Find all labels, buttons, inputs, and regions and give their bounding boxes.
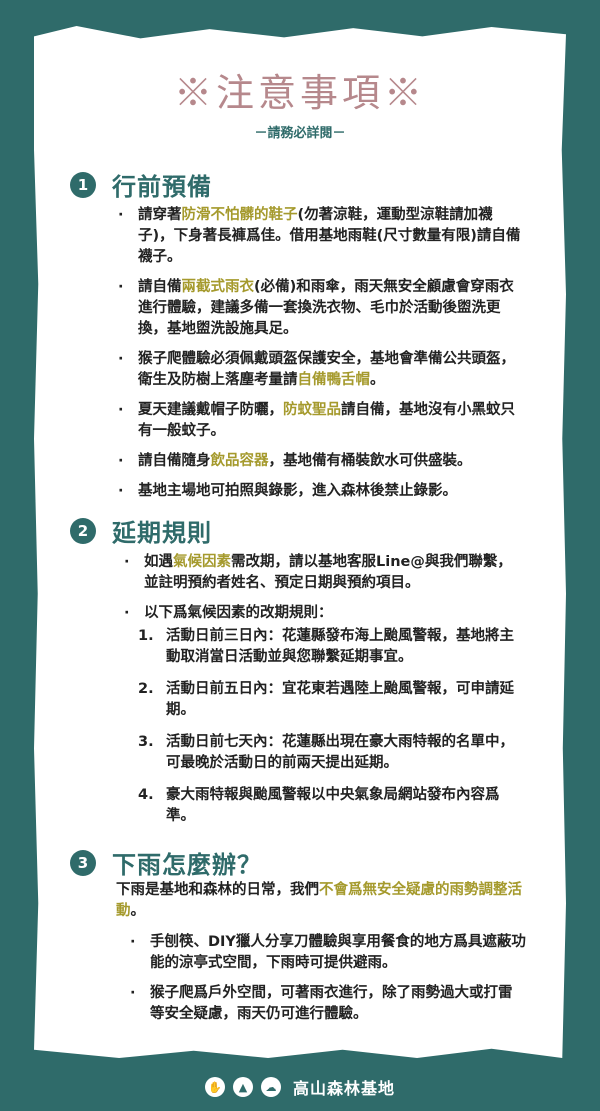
list-item: ·請自備兩截式雨衣(必備)和雨傘，雨天無安全顧慮會穿雨衣進行體驗，建議多備一套換… <box>118 279 514 337</box>
section-3-list: ·手刨筷、DIY獵人分享刀體驗與享用餐食的地方爲具遮蔽功能的涼亭式空間，下雨時可… <box>126 932 526 1034</box>
highlight-text: 飲品容器 <box>210 453 269 469</box>
highlight-text: 防蚊聖品 <box>283 402 341 418</box>
highlight-text: 氣候因素 <box>173 554 231 570</box>
list-item: ·夏天建議戴帽子防曬，防蚊聖品請自備，基地沒有小黑蚊只有一般蚊子。 <box>118 402 515 439</box>
list-item: ·猴子爬體驗必須佩戴頭盔保護安全，基地會準備公共頭盔，衛生及防樹上落塵考量請自備… <box>118 351 515 388</box>
list-item: ·請穿著防滑不怕髒的鞋子(勿著涼鞋，運動型涼鞋請加襪子)，下身著長褲爲佳。借用基… <box>118 207 521 265</box>
page-subtitle: －請務必詳閱－ <box>254 126 346 141</box>
section-2-list: ·如遇氣候因素需改期，請以基地客服Line@與我們聯繫，並註明預約者姓名、預定日… <box>120 552 522 633</box>
section-title: 下雨怎麼辦？ <box>112 851 262 879</box>
weather-rules-list: 1.活動日前三日內：花蓮縣發布海上颱風警報，基地將主動取消當日活動並與您聯繫延期… <box>138 626 522 838</box>
hand-icon: ✋ <box>204 1077 225 1097</box>
ordered-item: 1.活動日前三日內：花蓮縣發布海上颱風警報，基地將主動取消當日活動並與您聯繫延期… <box>138 628 514 665</box>
ordered-item: 3.活動日前七天內：花蓮縣出現在豪大雨特報的名單中，可最晚於活動日的前兩天提出延… <box>138 734 514 771</box>
mountain-icon: ▲ <box>232 1077 253 1097</box>
highlight-text: 不會爲無安全疑慮的雨勢調整活動 <box>116 882 522 919</box>
section-number: 1 <box>70 171 96 198</box>
paper-card <box>34 26 566 1058</box>
list-item: ·手刨筷、DIY獵人分享刀體驗與享用餐食的地方爲具遮蔽功能的涼亭式空間，下雨時可… <box>130 934 526 971</box>
list-item: ·如遇氣候因素需改期，請以基地客服Line@與我們聯繫，並註明預約者姓名、預定日… <box>124 554 512 591</box>
list-item: ·以下爲氣候因素的改期規則： <box>124 605 333 621</box>
section-2-heading: 2 延期規則 <box>70 513 212 548</box>
highlight-text: 兩截式雨衣 <box>181 279 255 295</box>
brand-name: 高山森林基地 <box>292 1079 395 1098</box>
section-intro: 下雨是基地和森林的日常，我們不會爲無安全疑慮的雨勢調整活動。 <box>116 882 522 919</box>
list-item: ·猴子爬爲戶外空間，可著雨衣進行，除了雨勢過大或打雷等安全疑慮，雨天仍可進行體驗… <box>130 985 513 1022</box>
ordered-item: 4.豪大雨特報與颱風警報以中央氣象局網站發布內容爲準。 <box>138 787 500 824</box>
list-item: ·基地主場地可拍照與錄影，進入森林後禁止錄影。 <box>118 483 457 499</box>
highlight-text: 防滑不怕髒的鞋子 <box>181 207 298 223</box>
footer: ✋ ▲ ☁ 高山森林基地 <box>0 1072 600 1102</box>
section-3-heading: 3 下雨怎麼辦？ <box>70 845 262 880</box>
section-3-content: 下雨是基地和森林的日常，我們不會爲無安全疑慮的雨勢調整活動。 <box>116 880 526 932</box>
list-item: ·請自備隨身飲品容器，基地備有桶裝飲水可供盛裝。 <box>118 453 472 469</box>
ordered-item: 2.活動日前五日內：宜花東若遇陸上颱風警報，可申請延期。 <box>138 681 514 718</box>
page-title: ※注意事項※ <box>173 71 426 115</box>
cloud-icon: ☁ <box>260 1077 281 1097</box>
section-number: 3 <box>70 849 96 876</box>
section-number: 2 <box>70 517 96 544</box>
highlight-text: 自備鴨舌帽 <box>297 372 371 388</box>
section-title: 行前預備 <box>112 173 212 201</box>
section-1-heading: 1 行前預備 <box>70 167 212 202</box>
section-1-list: ·請穿著防滑不怕髒的鞋子(勿著涼鞋，運動型涼鞋請加襪子)，下身著長褲爲佳。借用基… <box>114 205 526 511</box>
section-title: 延期規則 <box>112 519 212 547</box>
